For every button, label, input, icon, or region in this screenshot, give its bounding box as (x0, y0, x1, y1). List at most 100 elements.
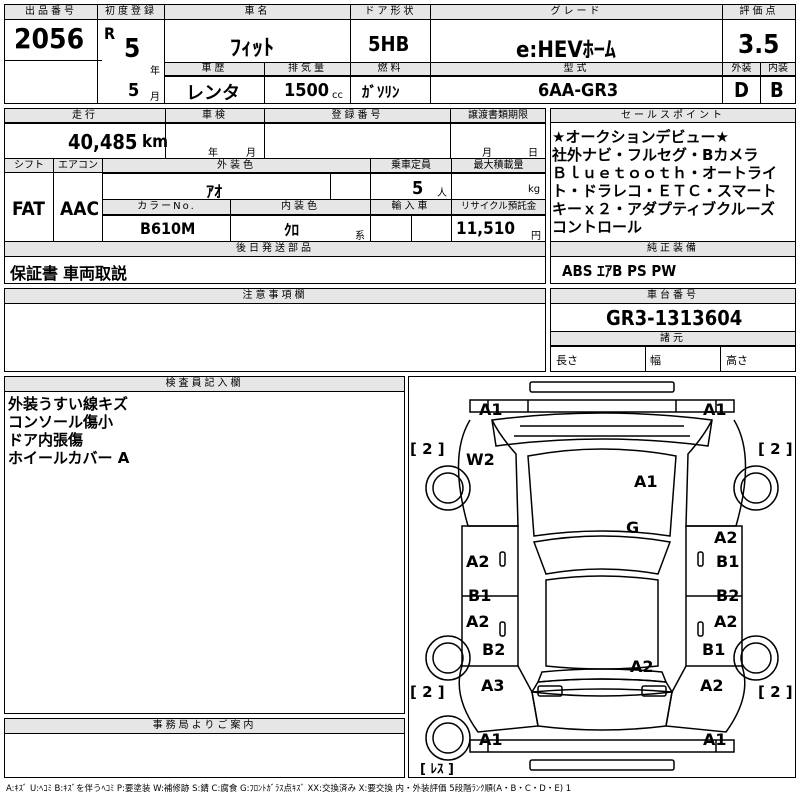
load-label: 最大積載量 (452, 159, 545, 173)
ext-color-label: 外装色 (103, 159, 370, 173)
transfer-day-unit: 日 (528, 148, 538, 159)
grade-label: グレード (431, 5, 722, 20)
length-label: 長さ (556, 354, 578, 367)
inspector-line: 外装うすい線キズ (8, 395, 129, 413)
mark-windshield: G (626, 518, 640, 537)
insp-month-unit: 月 (246, 148, 256, 159)
inspection-label: 車検 (166, 109, 264, 123)
transfer-label: 譲渡書類期限 (451, 109, 545, 123)
mark-rear-quarter-left: A3 (481, 676, 505, 695)
chassis-label: 車台番号 (551, 289, 795, 304)
reg-no-label: 登録番号 (265, 109, 450, 123)
displacement: 1500 (284, 80, 330, 101)
import-label: 輸入車 (371, 200, 451, 215)
later-parts-label: 後日発送部品 (5, 242, 545, 257)
recycle-label: リサイクル預託金 (452, 200, 545, 215)
mark-front-bumper-left: A1 (479, 400, 503, 419)
era: R (104, 24, 116, 43)
insp-year-unit: 年 (208, 148, 218, 159)
inspector-line: ホイールカバー A (8, 449, 130, 467)
sales-points-box (550, 108, 796, 284)
load-unit: kg (528, 184, 541, 195)
mark-front-bumper-right: A1 (703, 400, 727, 419)
transfer-month-unit: 月 (482, 148, 492, 159)
mark-rear-fender-left: B2 (482, 640, 506, 659)
reg-year: 5 (124, 34, 141, 64)
int-unit: 系 (355, 231, 365, 242)
sales-line: ト・ドラレコ・ＥＴＣ・スマート (552, 182, 777, 200)
mark-rear-door-right-b2: B2 (716, 586, 740, 605)
mark-rear-quarter-right: A2 (700, 676, 724, 695)
fuel: ｶﾞｿﾘﾝ (362, 83, 400, 101)
mark-wheel-front-left: W2 (466, 450, 495, 469)
month-unit: 月 (150, 92, 160, 103)
mark-tire-front-right: [ 2 ] (758, 440, 793, 458)
interior-label: 内装 (761, 63, 795, 76)
mileage: 40,485 (68, 130, 138, 154)
later-parts: 保証書 車両取説 (10, 264, 128, 283)
int-color: ｸﾛ (284, 221, 300, 239)
notes-label: 注意事項欄 (5, 289, 545, 304)
mark-hood: A1 (634, 472, 658, 491)
sales-line: キーｘ２・アダプティブクルーズ (552, 200, 775, 218)
capacity-unit: 人 (437, 188, 447, 199)
chassis-box (550, 288, 796, 372)
inspector-label: 検査員記入欄 (5, 377, 404, 392)
ac-label: エアコン (54, 159, 102, 173)
score-label: 評価点 (723, 5, 795, 20)
shift: FAT (12, 198, 45, 220)
damage-diagram-box (408, 376, 796, 778)
exterior-score: D (734, 78, 749, 102)
overall-score: 3.5 (738, 30, 780, 60)
door-type: 5HB (368, 32, 410, 56)
color-no-label: カラーNo. (103, 200, 230, 215)
height-label: 高さ (726, 354, 748, 367)
first-reg-label: 初度登録 (98, 5, 164, 20)
recycle: 11,510 (456, 219, 516, 239)
sales-line: 社外ナビ・フルセグ・Bカメラ (552, 146, 759, 164)
history: レンタ (186, 83, 240, 104)
car-name: ﾌｨｯﾄ (230, 36, 275, 61)
lot-number: 2056 (14, 22, 85, 55)
sales-line: Ｂｌｕｅｔｏｏｔｈ・オートライ (552, 164, 778, 182)
notes-box (4, 288, 546, 372)
mark-rear-bumper-right: A1 (703, 730, 727, 749)
mark-rear-door-left-a2: A2 (466, 612, 490, 631)
mark-front-door-right: B1 (716, 552, 740, 571)
cc-unit: cc (332, 90, 343, 101)
car-outline-diagram (425, 381, 779, 771)
ac: AAC (60, 198, 100, 220)
damage-legend: A:ｷｽﾞ U:ﾍｺﾐ B:ｷｽﾞを伴うﾍｺﾐ P:要塗装 W:補修跡 S:錆 … (6, 784, 572, 794)
inspector-line: ドア内張傷 (8, 431, 84, 449)
ext-color: ｱｵ (206, 182, 223, 201)
model: 6AA-GR3 (538, 80, 619, 101)
sales-label: セールスポイント (551, 109, 795, 123)
mark-rear-fender-right: B1 (702, 640, 726, 659)
capacity: 5 (412, 178, 424, 199)
door-label: ドア形状 (351, 5, 430, 20)
mark-fender-right-a2: A2 (714, 528, 738, 547)
year-unit: 年 (150, 66, 160, 77)
int-color-label: 内装色 (231, 200, 370, 215)
sales-line: コントロール (552, 218, 643, 236)
header-table (4, 4, 796, 104)
mark-tire-rear-left: [ 2 ] (410, 683, 445, 701)
capacity-label: 乗車定員 (371, 159, 451, 173)
office-label: 事務局よりご案内 (5, 719, 404, 734)
mark-front-door-left: A2 (466, 552, 490, 571)
shift-label: シフト (5, 159, 53, 173)
car-name-label: 車名 (165, 5, 350, 20)
equipment-label: 純正装備 (551, 242, 795, 257)
mileage-label: 走行 (5, 109, 165, 123)
specs-label: 諸元 (551, 332, 795, 346)
mark-rear-door-right-a2: A2 (714, 612, 738, 631)
mark-tire-front-left: [ 2 ] (410, 440, 445, 458)
width-label: 幅 (650, 354, 661, 367)
mark-spare-tire: [ ﾚｽ ] (420, 762, 454, 777)
fuel-label: 燃料 (351, 63, 430, 76)
color-no: B610M (140, 219, 196, 238)
grade: e:HEVﾎｰﾑ (516, 38, 616, 63)
sales-line: ★オークションデビュー★ (552, 128, 729, 146)
history-label: 車歴 (165, 63, 264, 76)
inspector-line: コンソール傷小 (8, 413, 114, 431)
